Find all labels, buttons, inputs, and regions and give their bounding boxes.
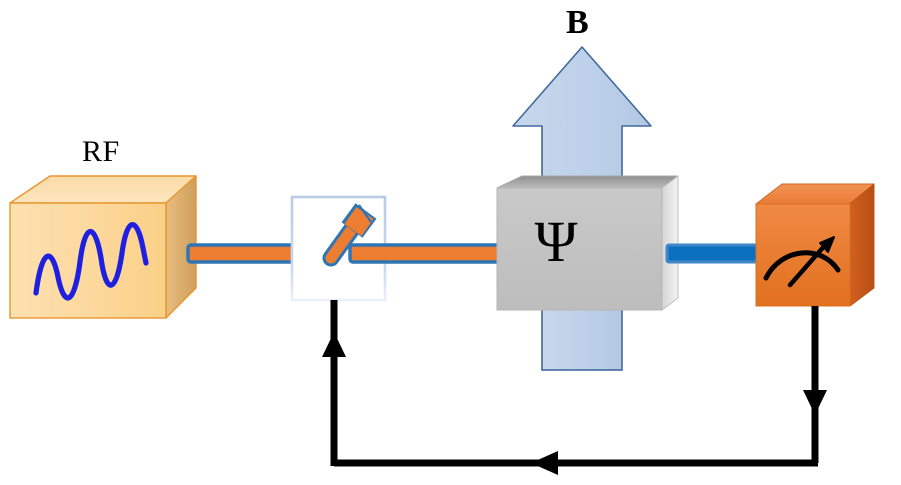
beam-switch-to-psi [348, 243, 504, 264]
rf-box-front-face [9, 202, 167, 319]
field-arrow-head [512, 46, 652, 191]
gauge-arc-icon [763, 250, 841, 281]
switch-lever-cap [344, 206, 374, 237]
magnetic-field-label: B [566, 4, 589, 41]
rf-box-top-face [9, 175, 197, 204]
gauge-needle-arrowhead-icon [819, 236, 835, 253]
psi-box-front-face [496, 187, 663, 311]
gauge-needle-icon [787, 240, 830, 288]
rf-source-box[interactable] [9, 175, 197, 319]
feedback-arrowhead-left [531, 451, 558, 475]
detector-box[interactable] [755, 183, 875, 307]
psi-box-side-face [661, 175, 679, 311]
detector-side-face [849, 183, 875, 307]
psi-system-box[interactable] [496, 175, 679, 311]
signal-psi-to-detector [665, 243, 767, 264]
feedback-arrowhead-up [322, 332, 346, 357]
beam-segment-output [348, 243, 504, 264]
psi-box-top-face [496, 175, 679, 189]
feedback-arrowhead-down [803, 390, 827, 415]
rf-source-label: RF [82, 135, 120, 168]
signal-line-blue [665, 243, 767, 264]
feedback-loop [322, 300, 827, 475]
sine-wave-icon [33, 222, 149, 301]
quantum-state-label: Ψ [534, 209, 578, 274]
switch-lever-cap-edge [358, 204, 372, 223]
